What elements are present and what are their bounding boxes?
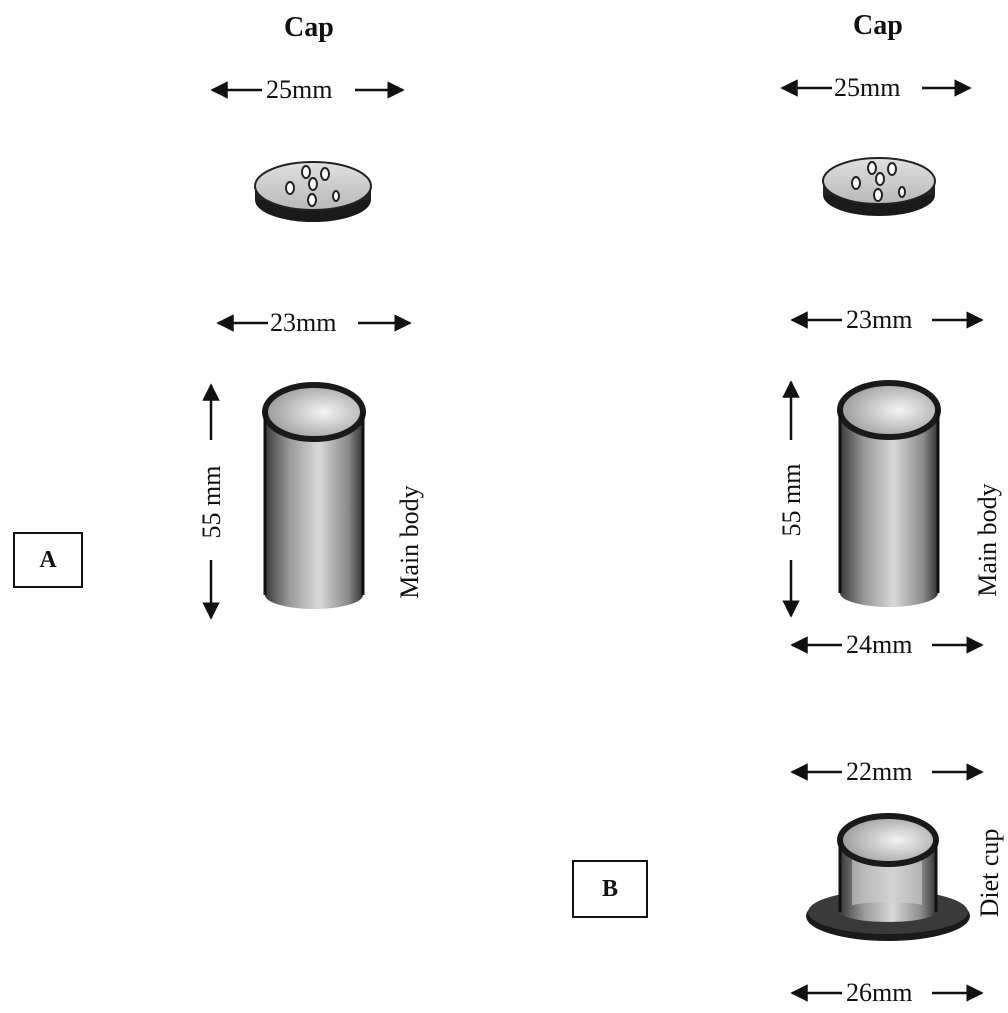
- body-height-label-b: 55 mm: [777, 463, 806, 537]
- panel-label-a: A: [13, 532, 83, 588]
- cup-base-width-label-b: 26mm: [846, 978, 913, 1007]
- cap-title-b: Cap: [853, 10, 903, 41]
- cap-title-a: Cap: [284, 12, 334, 43]
- cap-width-label-a: 25mm: [266, 75, 333, 104]
- panel-label-b: B: [572, 860, 648, 918]
- main-body-label-b: Main body: [973, 483, 1002, 597]
- body-bottom-width-label-b: 24mm: [846, 630, 913, 659]
- cap-width-label-b: 25mm: [834, 73, 901, 102]
- cap-icon-b: [822, 157, 936, 216]
- main-body-icon-b: [837, 380, 941, 607]
- body-width-label-a: 23mm: [270, 308, 337, 337]
- cup-top-width-label-b: 22mm: [846, 757, 913, 786]
- cap-icon-a: [254, 161, 372, 222]
- main-body-icon-a: [262, 382, 366, 609]
- body-height-label-a: 55 mm: [197, 465, 226, 539]
- body-width-label-b: 23mm: [846, 305, 913, 334]
- diet-cup-label-b: Diet cup: [975, 828, 1004, 918]
- main-body-label-a: Main body: [395, 485, 424, 599]
- diet-cup-icon-b: [806, 813, 970, 941]
